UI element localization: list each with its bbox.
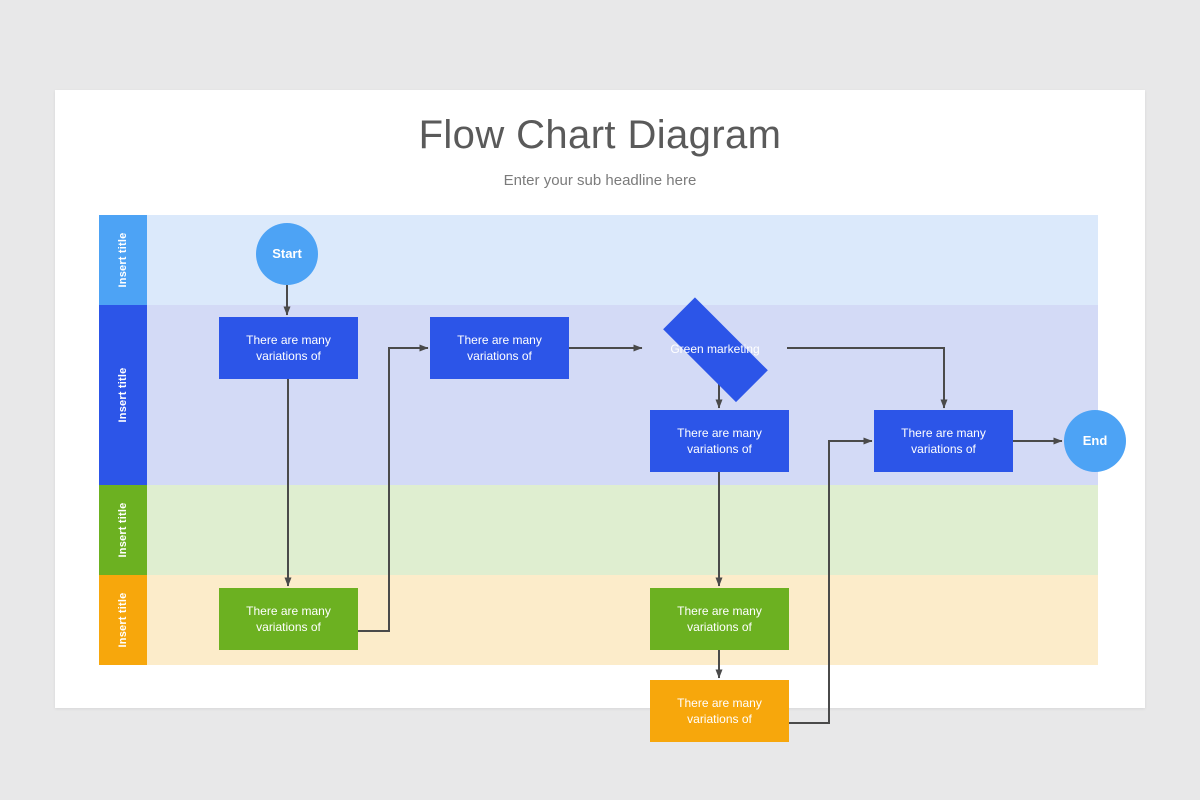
page-title: Flow Chart Diagram xyxy=(418,113,782,157)
swimlane-band-3 xyxy=(147,485,1098,575)
node-process-4[interactable]: There are many variations of xyxy=(874,410,1013,472)
node-process-2[interactable]: There are many variations of xyxy=(430,317,569,379)
node-process-green-1[interactable]: There are many variations of xyxy=(219,588,358,650)
node-process-1[interactable]: There are many variations of xyxy=(219,317,358,379)
swimlane-label-strip-1[interactable]: Insert title xyxy=(99,215,147,305)
swimlane-label-strip-4[interactable]: Insert title xyxy=(99,575,147,665)
node-start[interactable]: Start xyxy=(256,223,318,285)
swimlane-3: Insert title xyxy=(99,485,1098,575)
node-process-3[interactable]: There are many variations of xyxy=(650,410,789,472)
swimlane-label-strip-3[interactable]: Insert title xyxy=(99,485,147,575)
connector-o1-to-p4 xyxy=(789,437,873,724)
connector-layer xyxy=(283,285,1063,724)
node-process-orange-1[interactable]: There are many variations of xyxy=(650,680,789,742)
decision-label: Green marketing xyxy=(670,341,760,356)
node-decision-green-marketing[interactable]: Green marketing xyxy=(644,297,786,401)
swimlane-label-strip-2[interactable]: Insert title xyxy=(99,305,147,485)
page-subtitle: Enter your sub headline here xyxy=(503,172,697,189)
connector-g1-to-p2 xyxy=(358,344,429,632)
node-end[interactable]: End xyxy=(1064,410,1126,472)
connector-d1-to-p4 xyxy=(787,347,948,409)
slide-card: Flow Chart Diagram Enter your sub headli… xyxy=(55,90,1145,742)
node-process-green-2[interactable]: There are many variations of xyxy=(650,588,789,650)
